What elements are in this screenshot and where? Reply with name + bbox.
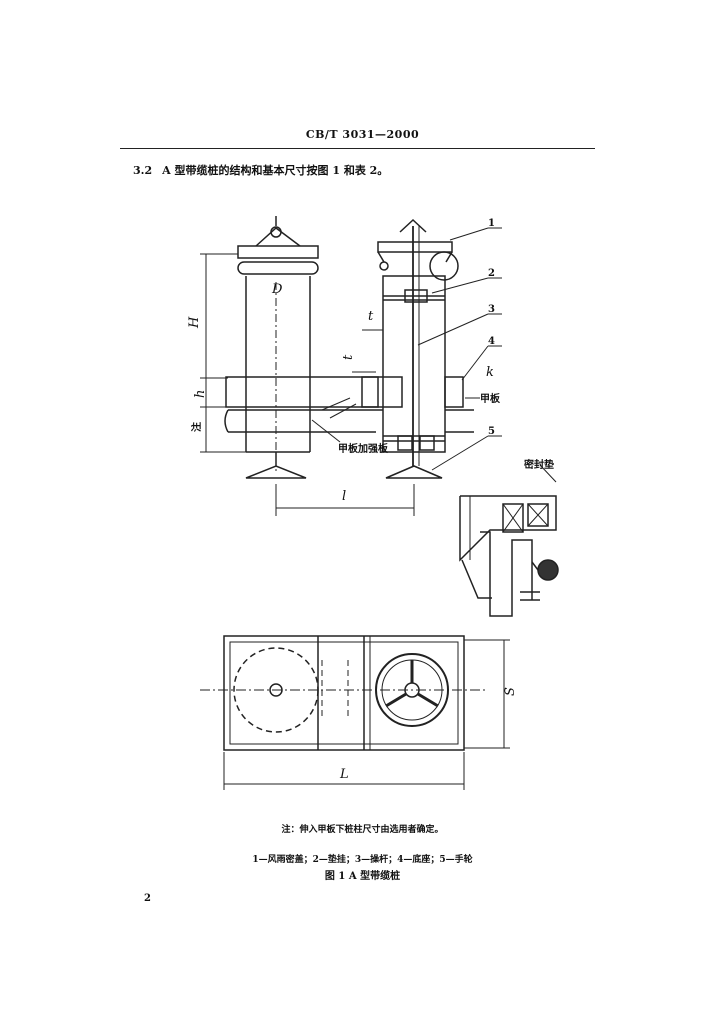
clause-body: A 型带缆桩的结构和基本尺寸按图 1 和表 2。 [162,164,389,177]
part-number-1: 1 [488,218,495,229]
part-number-5: 5 [488,426,495,437]
dim-label-zhu: 注 [190,422,203,432]
dim-label-H: H [187,316,202,329]
part-number-3: 3 [488,304,495,315]
clause-text: 3.2 A 型带缆桩的结构和基本尺寸按图 1 和表 2。 [133,162,388,178]
dim-label-l: l [342,489,346,504]
document-header: CB/T 3031—2000 [305,128,420,141]
figure-note: 注：伸入甲板下桩柱尺寸由选用者确定。 [281,825,444,835]
figure-caption: 图 1 A 型带缆桩 [324,871,401,882]
clause-number: 3.2 [133,164,153,177]
dim-label-S: S [503,687,518,696]
label-deck-reinforcement: 甲板加强板 [338,442,389,455]
dim-label-t-lower: t [341,354,356,360]
dim-label-t-upper: t [368,309,374,324]
part-number-2: 2 [488,268,495,279]
label-seal-packing: 密封垫 [524,458,554,471]
figure-legend: 1—风雨密盖；2—垫挂；3—操杆；4—底座；5—手轮 [252,855,473,865]
dim-label-D: D [271,282,283,297]
dim-label-h: h [193,390,208,398]
page-number: 2 [144,893,151,904]
header-rule [120,148,595,149]
label-deck-plate: 甲板 [480,392,501,405]
dim-label-L: L [339,767,349,782]
part-number-4: 4 [488,336,495,347]
dim-label-k: k [486,365,494,380]
